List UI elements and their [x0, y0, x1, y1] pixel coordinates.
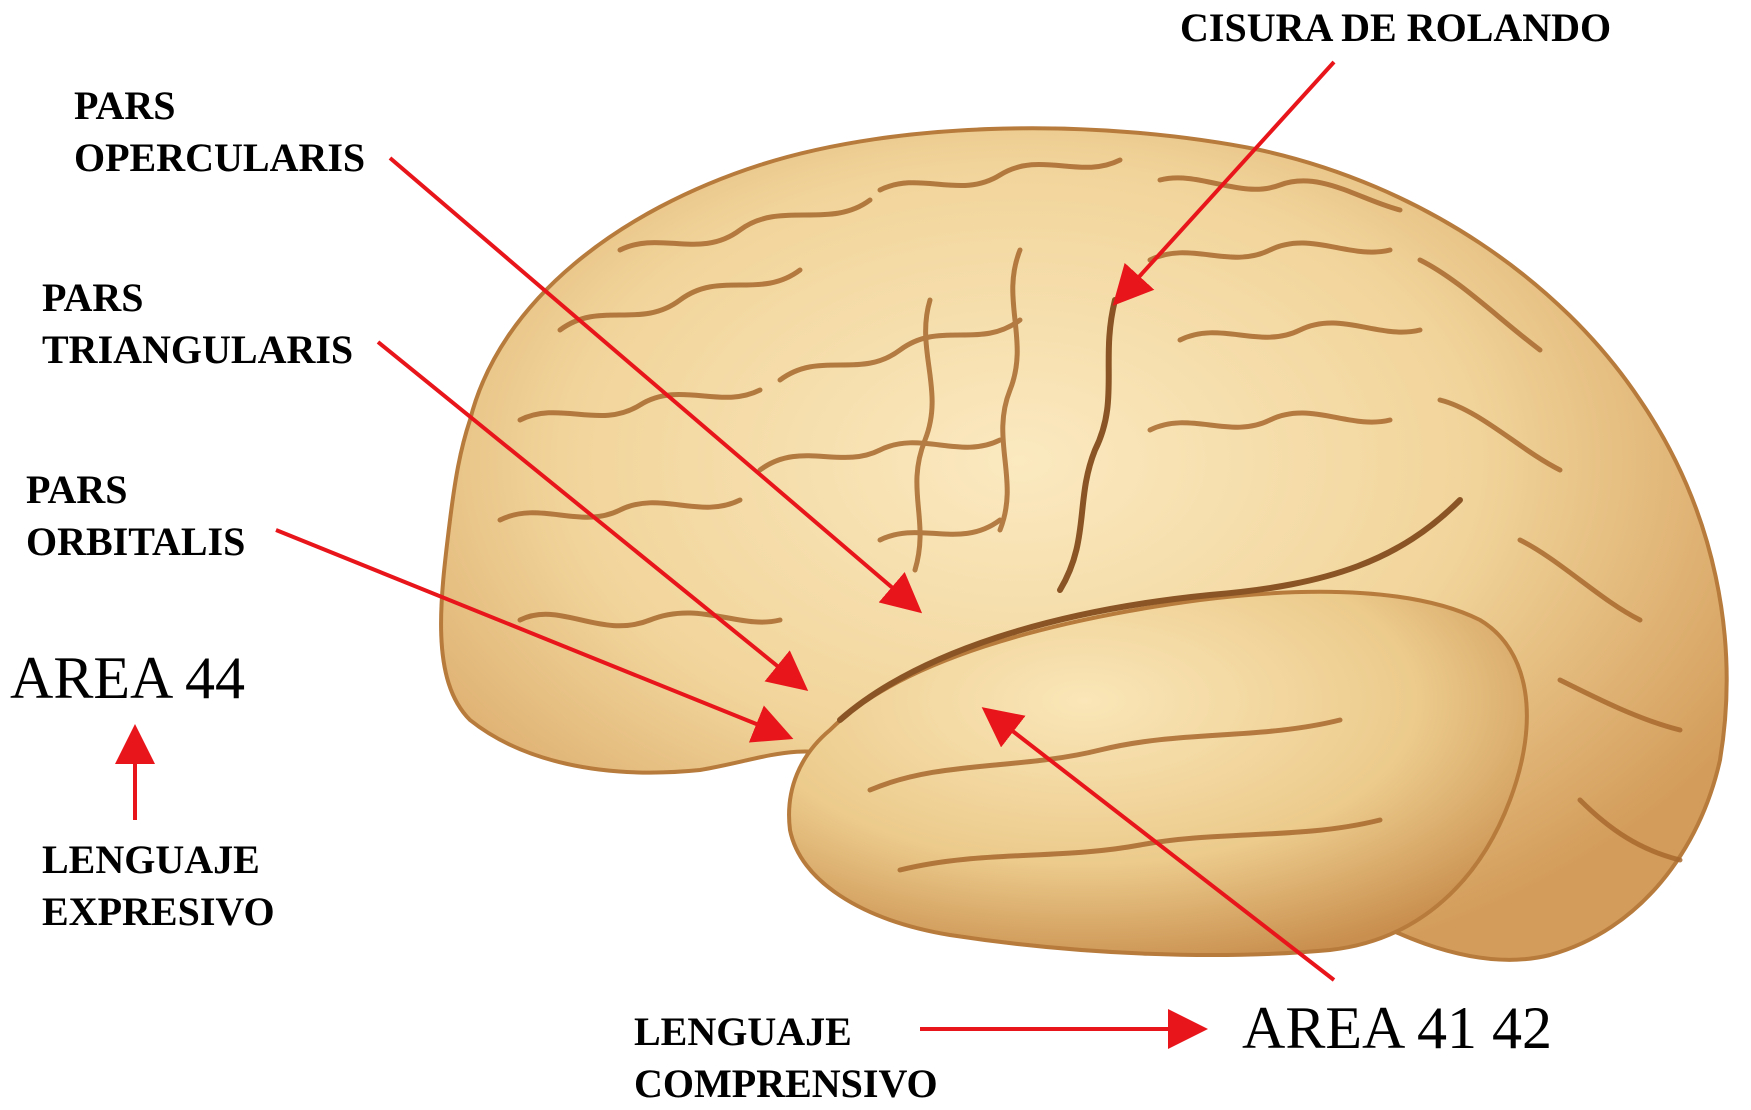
- label-area-44: AREA 44: [10, 646, 245, 710]
- label-lenguaje-expresivo: LENGUAJE EXPRESIVO: [42, 834, 275, 938]
- label-cisura-rolando: CISURA DE ROLANDO: [1180, 2, 1611, 54]
- label-pars-opercularis: PARS OPERCULARIS: [74, 80, 365, 184]
- label-lenguaje-comprensivo: LENGUAJE COMPRENSIVO: [634, 1006, 938, 1110]
- label-line: PARS: [42, 272, 353, 324]
- label-line: PARS: [26, 464, 245, 516]
- label-line: PARS: [74, 80, 365, 132]
- label-line: ORBITALIS: [26, 516, 245, 568]
- label-line: COMPRENSIVO: [634, 1058, 938, 1110]
- label-area-41-42: AREA 41 42: [1242, 996, 1552, 1060]
- label-line: OPERCULARIS: [74, 132, 365, 184]
- label-pars-orbitalis: PARS ORBITALIS: [26, 464, 245, 568]
- label-line: LENGUAJE: [42, 834, 275, 886]
- label-line: LENGUAJE: [634, 1006, 938, 1058]
- label-line: EXPRESIVO: [42, 886, 275, 938]
- label-line: TRIANGULARIS: [42, 324, 353, 376]
- label-pars-triangularis: PARS TRIANGULARIS: [42, 272, 353, 376]
